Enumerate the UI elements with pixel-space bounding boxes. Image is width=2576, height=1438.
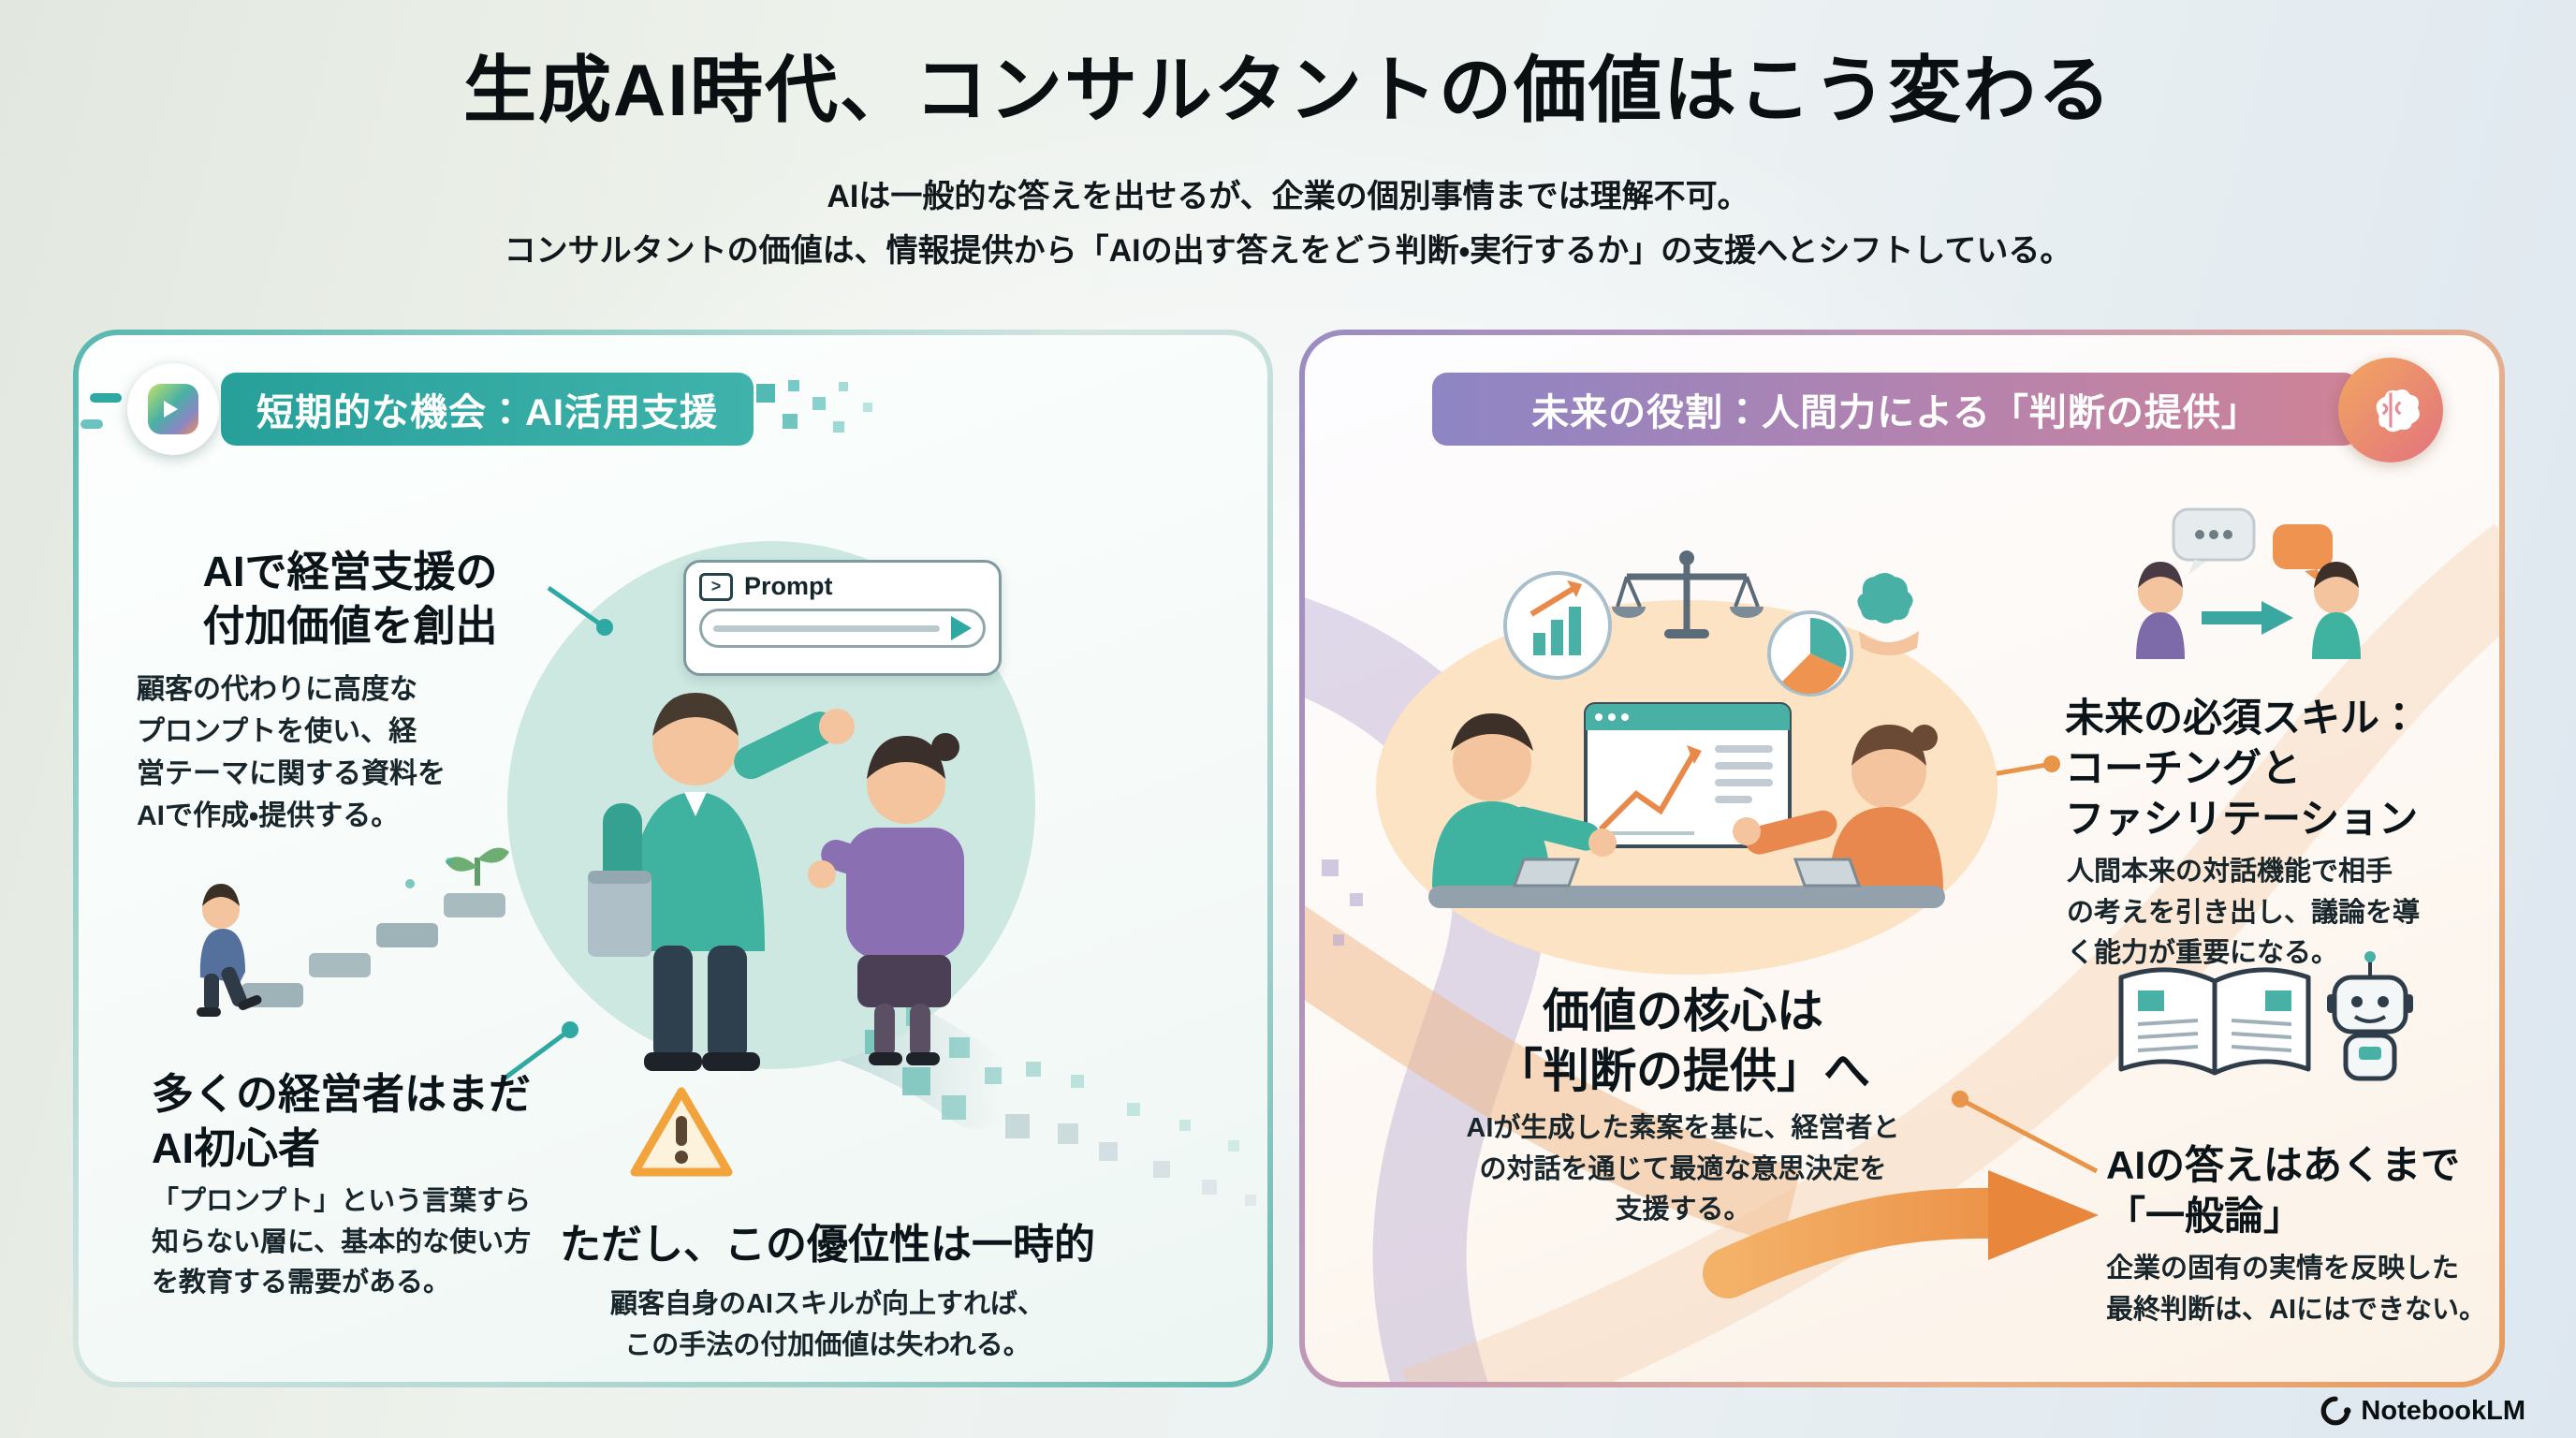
book-robot-illustration <box>2118 951 2413 1081</box>
short-term-panel: 短期的な機会：AI活用支援 <box>73 330 1273 1387</box>
temporary-advantage-heading: ただし、この優位性は一時的 <box>560 1222 1095 1268</box>
send-arrow-icon <box>951 616 972 640</box>
meeting-scene-illustration <box>1376 550 1998 975</box>
future-skills-heading: 未来の必須スキル： コーチングと ファシリテーション <box>2065 696 2420 841</box>
teal-connectors <box>500 585 613 1083</box>
speed-line-icon <box>90 393 122 403</box>
value-creation-body: 顧客の代わりに高度な プロンプトを使い、経 営テーマに関する資料を AIで作成・… <box>137 674 446 831</box>
orange-flow-ribbon <box>1305 905 1802 1244</box>
speed-line-icon <box>80 419 103 429</box>
prompt-spark-icon-core <box>148 384 198 434</box>
steps-growth-illustration <box>197 847 509 1017</box>
ai-beginner-heading: 多くの経営者はまだ AI初心者 <box>152 1070 532 1172</box>
consultant-client-illustration <box>588 693 964 1071</box>
prompt-spark-icon <box>127 363 219 455</box>
balance-scales-icon <box>1612 550 1764 638</box>
page-title: 生成AI時代、コンサルタントの価値はこう変わる <box>462 49 2113 131</box>
prompt-window-header: > Prompt <box>699 572 986 601</box>
laptop-icon <box>1793 858 1862 888</box>
laptop-icon <box>1512 858 1581 888</box>
general-answer-body: 企業の固有の実情を反映した 最終判断は、AIにはできない。 <box>2106 1254 2487 1325</box>
table <box>1428 886 1945 908</box>
value-creation-heading: AIで経営支援の 付加価値を創出 <box>202 548 498 650</box>
brain-icon-glyph <box>2376 389 2420 433</box>
short-term-panel-body: 短期的な機会：AI活用支援 <box>79 335 1267 1382</box>
prompt-label: Prompt <box>744 572 833 600</box>
pie-chart-icon <box>1767 610 1853 697</box>
brain-icon <box>2338 358 2443 462</box>
prompt-window: > Prompt <box>683 560 1002 676</box>
executive-figure <box>1733 725 1943 891</box>
brand-footer: NotebookLM <box>2320 1395 2525 1427</box>
brand-name: NotebookLM <box>2361 1395 2525 1426</box>
general-answer-heading: AIの答えはあくまで 「一般論」 <box>2106 1143 2461 1238</box>
right-panel-header: 未来の役割：人間力による「判断の提供」 <box>1432 373 2359 446</box>
future-panel: 未来の役割：人間力による「判断の提供」 <box>1299 330 2505 1387</box>
core-value-body: AIが生成した素案を基に、経営者と の対話を通じて最適な意思決定を 支援する。 <box>1466 1113 1900 1225</box>
prompt-input-line <box>713 624 940 632</box>
subtitle-line-1: AIは一般的な答えを出せるが、企業の個別事情までは理解不可。 <box>827 179 1749 214</box>
warning-triangle-icon <box>630 1087 733 1177</box>
robot-icon <box>2327 951 2413 1081</box>
brain-hands-icon <box>1857 573 1919 655</box>
temporary-advantage-body: 顧客自身のAIスキルが向上すれば、 この手法の付加価値は失われる。 <box>609 1289 1045 1360</box>
core-value-heading: 価値の核心は 「判断の提供」へ <box>1496 985 1870 1097</box>
screen-illustration <box>1584 702 1792 848</box>
flow-arrow <box>1703 1170 2099 1299</box>
chat-bubble-icon <box>2273 524 2333 569</box>
left-panel-header: 短期的な機会：AI活用支援 <box>221 373 754 446</box>
right-panel-title: 未来の役割：人間力による「判断の提供」 <box>1531 392 2260 433</box>
terminal-cursor-icon: > <box>699 572 733 601</box>
prompt-input-bubble <box>699 609 986 648</box>
notebooklm-logo-icon <box>2321 1396 2351 1426</box>
subtitle-line-2: コンサルタントの価値は、情報提供から「AIの出す答えをどう判断・実行するか」の支… <box>504 233 2072 269</box>
incoming-pixels <box>1322 859 1363 946</box>
future-panel-body: 未来の役割：人間力による「判断の提供」 <box>1305 335 2499 1382</box>
left-panel-title: 短期的な機会：AI活用支援 <box>256 392 718 433</box>
bar-chart-icon <box>1503 571 1612 680</box>
future-skills-body: 人間本来の対話機能で相手 の考えを引き出し、議論を導 く能力が重要になる。 <box>2067 857 2421 968</box>
consultant-figure <box>1432 713 1617 888</box>
ai-beginner-body: 「プロンプト」という言葉すら 知らない層に、基本的な使い方 を教育する需要がある… <box>152 1186 532 1298</box>
header-dissolve-pixels <box>756 380 872 433</box>
conversation-illustration <box>2136 507 2361 659</box>
